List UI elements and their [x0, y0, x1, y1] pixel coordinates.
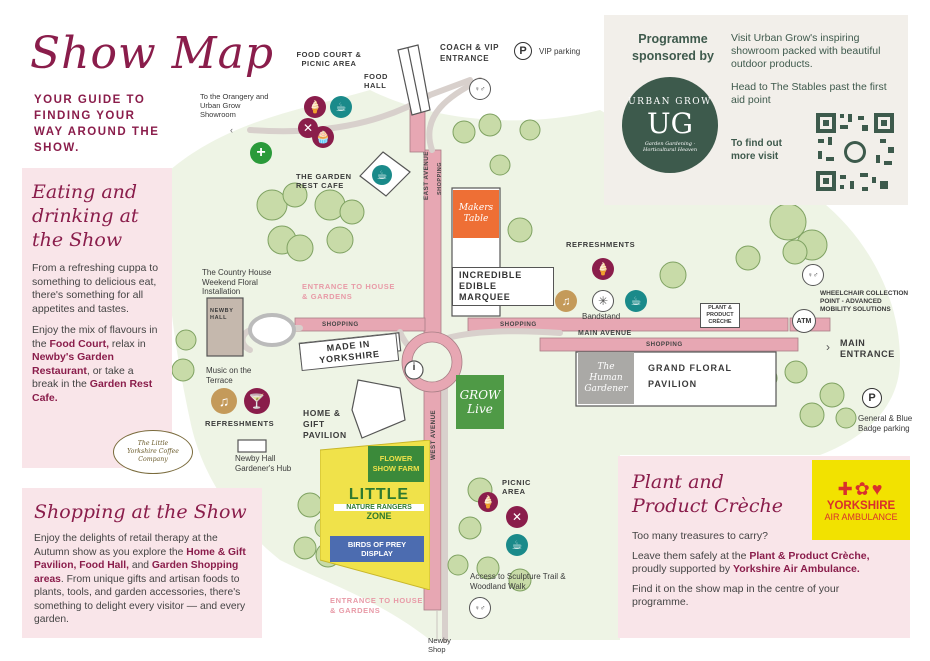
label-refreshments-right: REFRESHMENTS	[566, 240, 636, 249]
sponsor-heading: Programme sponsored by	[632, 32, 714, 63]
page-title: Show Map	[30, 28, 275, 79]
first-aid-icon: +	[250, 142, 272, 164]
label-shopping-center: SHOPPING	[500, 321, 537, 328]
label-shopping-left: SHOPPING	[322, 321, 359, 328]
creche-text-3: Find it on the show map in the centre of…	[632, 582, 840, 609]
yaa-emblem: ✚✿♥	[837, 478, 885, 499]
qr-code[interactable]	[814, 111, 896, 193]
label-sculpture-trail: Access to Sculpture Trail & Woodland Wal…	[470, 572, 566, 591]
picnic-cutlery-icon: ✕	[506, 506, 528, 528]
shopping-text: Enjoy the delights of retail therapy at …	[34, 533, 246, 625]
yorkshire-air-ambulance-logo: ✚✿♥ YORKSHIRE AIR AMBULANCE	[812, 460, 910, 540]
label-newby-hall: NEWBY HALL	[210, 308, 234, 321]
label-shopping-lower: SHOPPING	[646, 341, 683, 348]
label-shopping-east: SHOPPING	[437, 161, 443, 195]
creche-text-2: Leave them safely at the Plant & Product…	[632, 549, 870, 576]
music-note-icon: ♫	[555, 290, 577, 312]
label-vip-parking: VIP parking	[539, 47, 581, 56]
label-main-avenue: MAIN AVENUE	[578, 330, 632, 337]
label-wheelchair: WHEELCHAIR COLLECTION POINT - ADVANCED M…	[820, 290, 909, 313]
toilets-icon-right: ♀♂	[802, 264, 824, 286]
label-bandstand: Bandstand	[582, 312, 621, 321]
eating-text-1: From a refreshing cuppa to something to …	[32, 262, 159, 315]
creche-heading: Plant and Product Crèche	[632, 471, 784, 517]
little-nature-rangers-zone: LITTLE NATURE RANGERS ZONE	[334, 486, 424, 521]
sponsor-find-out: To find out more visit	[731, 138, 782, 162]
creche-text-1: Too many treasures to carry?	[632, 530, 768, 542]
label-food-hall: FOOD HALL	[364, 72, 389, 90]
label-music-terrace: Music on the Terrace	[206, 366, 252, 385]
zone-text: ZONE	[366, 511, 392, 521]
refresh-icecream-icon: 🍦	[592, 258, 614, 280]
label-orangery: To the Orangery and Urban Grow Showroom	[200, 92, 269, 119]
label-east-avenue: EAST AVENUE	[423, 151, 430, 200]
guide-text: YOUR GUIDE TO FINDING YOUR WAY AROUND TH…	[34, 94, 160, 154]
label-west-avenue: WEST AVENUE	[430, 409, 437, 460]
info-icon[interactable]: i	[412, 362, 416, 373]
label-refreshments-left: REFRESHMENTS	[205, 419, 275, 428]
sponsor-text-1: Visit Urban Grow's inspiring showroom pa…	[731, 32, 881, 70]
label-garden-rest-cafe: THE GARDEN REST CAFE	[296, 172, 352, 190]
label-gardeners-hub: Newby Hall Gardener's Hub	[235, 454, 292, 473]
arrow-right-icon: ›	[826, 340, 830, 354]
sponsor-text-2: Head to The Stables past the first aid p…	[731, 81, 887, 106]
shopping-heading: Shopping at the Show	[34, 501, 247, 523]
info-point	[404, 360, 424, 380]
atm-icon: ATM	[792, 309, 816, 333]
birds-of-prey: BIRDS OF PREY DISPLAY	[330, 536, 424, 562]
shopping-panel: Shopping at the Show Enjoy the delights …	[22, 488, 262, 638]
label-incredible-edible: INCREDIBLE EDIBLE MARQUEE	[452, 267, 554, 306]
newby-hall-drive	[248, 313, 296, 347]
arrow-left-icon: ‹	[230, 125, 233, 135]
bandstand-icon: ✳	[592, 290, 614, 312]
vip-parking-icon: P	[514, 42, 532, 60]
general-parking-icon: P	[862, 388, 882, 408]
eating-heading: Eating and drinking at the Show	[32, 181, 139, 251]
cake-icon: 🧁	[312, 126, 334, 148]
label-coach-vip: COACH & VIP ENTRANCE	[440, 43, 499, 63]
label-main-entrance: MAIN ENTRANCE	[840, 338, 895, 359]
sponsor-panel: Programme sponsored by URBAN GROW UG Gar…	[604, 15, 908, 205]
human-gardener-sign: The Human Gardener	[578, 352, 634, 404]
icecream-icon: 🍦	[304, 96, 326, 118]
label-grand-floral: GRAND FLORAL PAVILION	[648, 363, 732, 389]
label-newby-shop: Newby Shop	[428, 636, 451, 654]
label-plant-creche: PLANT & PRODUCT CRÈCHE	[700, 303, 740, 328]
urban-grow-logo: URBAN GROW UG Garden Gardening · Horticu…	[622, 77, 718, 173]
toilets-icon: ♀♂	[469, 78, 491, 100]
toilets-icon-bottom: ♀♂	[469, 597, 491, 619]
refresh-cup-icon: ☕	[625, 290, 647, 312]
label-home-gift: HOME & GIFT PAVILION	[303, 408, 347, 440]
picnic-icecream-icon: 🍦	[478, 492, 498, 512]
little-logo-text: LITTLE	[348, 486, 410, 503]
eating-text-2: Enjoy the mix of flavours in the Food Co…	[32, 324, 158, 404]
label-entrance-house-top: ENTRANCE TO HOUSE & GARDENS	[302, 282, 395, 301]
label-general-parking: General & Blue Badge parking	[858, 414, 913, 433]
label-country-house: The Country House Weekend Floral Install…	[202, 268, 272, 296]
label-entrance-house-bottom: ENTRANCE TO HOUSE & GARDENS	[330, 596, 423, 615]
grow-live-stage: GROW Live	[456, 375, 504, 429]
trees	[171, 113, 857, 592]
little-yorkshire-coffee-logo: The Little Yorkshire Coffee Company	[113, 430, 193, 474]
picnic-cup-icon: ☕	[506, 534, 528, 556]
eating-panel: Eating and drinking at the Show From a r…	[22, 168, 172, 468]
cocktail-icon: 🍸	[244, 388, 270, 414]
label-food-court: FOOD COURT & PICNIC AREA	[296, 50, 362, 68]
nature-rangers-text: NATURE RANGERS	[334, 504, 424, 511]
tea-cup-icon: ☕	[330, 96, 352, 118]
label-picnic-area: PICNIC AREA	[502, 478, 532, 496]
makers-table: Makers Table	[453, 190, 499, 238]
terrace-music-icon: ♫	[211, 388, 237, 414]
flower-show-farm: FLOWER SHOW FARM	[368, 446, 424, 482]
cafe-cup-icon: ☕	[372, 165, 392, 185]
